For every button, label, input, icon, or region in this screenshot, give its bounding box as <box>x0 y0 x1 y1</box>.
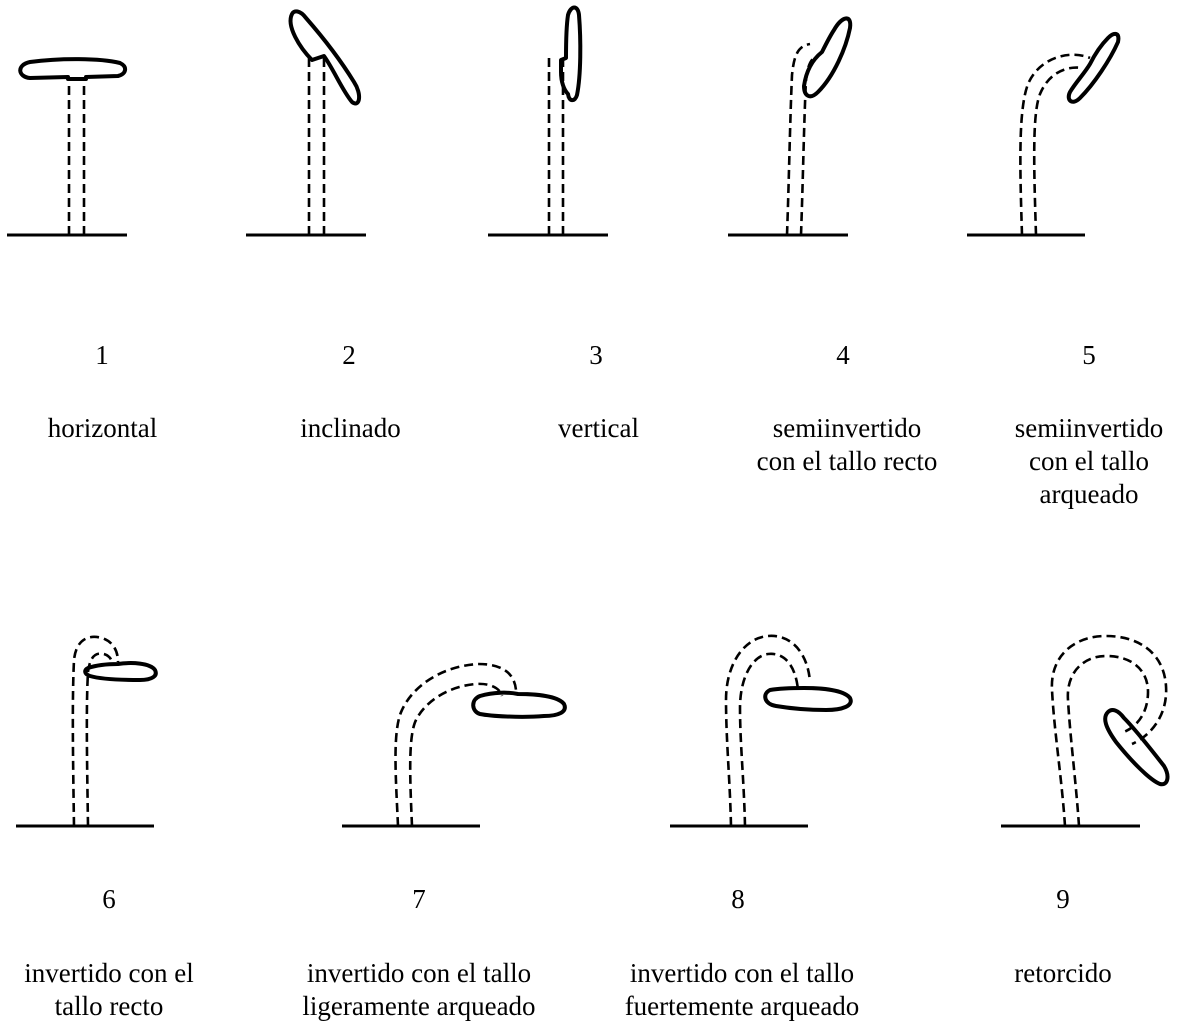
label-line: invertido con el tallo <box>269 957 569 990</box>
label-line: inclinado <box>248 412 453 445</box>
stem <box>69 77 84 235</box>
figure-2 <box>246 11 366 235</box>
cap-shape <box>20 59 125 79</box>
figure-1 <box>7 59 127 235</box>
figure-number: 8 <box>708 883 768 916</box>
figure-number: 6 <box>79 883 139 916</box>
figure-number: 4 <box>813 339 873 372</box>
stem <box>309 57 324 235</box>
stem <box>787 44 818 235</box>
label-line: fuertemente arqueado <box>592 990 892 1023</box>
label-line: invertido con el <box>0 957 218 990</box>
figure-label: invertido con el tallo ligeramente arque… <box>269 957 569 1023</box>
figure-8 <box>670 636 851 826</box>
label-line: semiinvertido <box>990 412 1188 445</box>
cap-shape <box>473 693 565 717</box>
label-line: retorcido <box>963 957 1163 990</box>
figure-label: horizontal <box>0 412 205 445</box>
figure-5 <box>967 34 1118 235</box>
figure-label: retorcido <box>963 957 1163 990</box>
cap-shape <box>85 663 156 680</box>
label-line: horizontal <box>0 412 205 445</box>
cap-shape <box>765 688 851 710</box>
cap-shape <box>804 18 850 96</box>
figure-number: 7 <box>389 883 449 916</box>
label-line: arqueado <box>990 478 1188 511</box>
figure-number: 2 <box>319 339 379 372</box>
figure-9 <box>1001 636 1167 826</box>
figure-number: 1 <box>72 339 132 372</box>
figure-label: semiinvertido con el tallo recto <box>722 412 972 478</box>
stem <box>396 664 517 826</box>
figure-number: 5 <box>1059 339 1119 372</box>
figure-number: 9 <box>1033 883 1093 916</box>
label-line: con el tallo recto <box>722 445 972 478</box>
figure-label: invertido con el tallo recto <box>0 957 218 1023</box>
figure-label: vertical <box>496 412 701 445</box>
figure-label: inclinado <box>248 412 453 445</box>
figure-label: semiinvertido con el tallo arqueado <box>990 412 1188 511</box>
figure-label: invertido con el tallo fuertemente arque… <box>592 957 892 1023</box>
figure-3 <box>488 8 608 236</box>
label-line: tallo recto <box>0 990 218 1023</box>
label-line: semiinvertido <box>722 412 972 445</box>
label-line: con el tallo <box>990 445 1188 478</box>
figure-number: 3 <box>566 339 626 372</box>
label-line: invertido con el tallo <box>592 957 892 990</box>
figure-7 <box>342 664 565 826</box>
label-line: vertical <box>496 412 701 445</box>
figure-6 <box>16 637 156 826</box>
cap-shape <box>1105 710 1167 784</box>
cap-shape <box>561 8 580 101</box>
figure-4 <box>728 18 850 235</box>
label-line: ligeramente arqueado <box>269 990 569 1023</box>
stem <box>726 636 810 826</box>
